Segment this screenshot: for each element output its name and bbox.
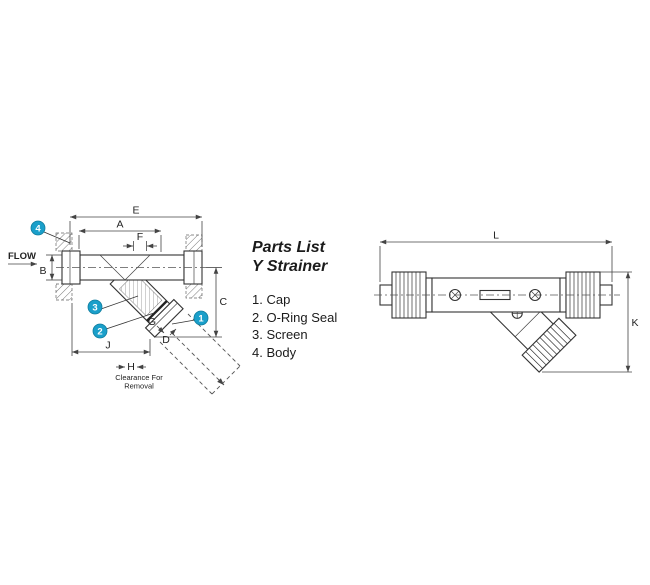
callout-1: 1	[193, 310, 209, 326]
dimension-C: C	[155, 267, 228, 338]
parts-list: Parts List Y Strainer 1. Cap 2. O-Ring S…	[252, 238, 337, 361]
callout-2-number: 2	[97, 326, 102, 337]
nameplate	[479, 289, 511, 301]
dim-label-c: C	[220, 296, 228, 308]
dimension-D: D	[162, 328, 177, 346]
removal-clearance-envelope	[159, 313, 241, 395]
parts-item-cap: 1. Cap	[252, 292, 291, 307]
callout-4-number: 4	[35, 223, 41, 234]
dim-label-g: G	[148, 316, 156, 328]
callout-1-number: 1	[198, 313, 204, 324]
dim-label-h: H	[127, 361, 135, 373]
parts-item-body: 4. Body	[252, 344, 297, 360]
callout-3-circle	[87, 299, 103, 315]
screen-hatch	[119, 273, 163, 317]
parts-item-screen: 3. Screen	[252, 327, 308, 342]
callout-2: 2	[92, 323, 108, 339]
callout-4: 4	[30, 220, 46, 236]
dimension-F: F	[123, 231, 157, 251]
parts-list-items: 1. Cap 2. O-Ring Seal 3. Screen 4. Body	[252, 291, 337, 361]
callout-4-circle	[30, 220, 46, 236]
dimension-A: A	[78, 219, 162, 252]
dim-label-k: K	[632, 317, 639, 329]
flow-label: FLOW	[8, 251, 36, 262]
dimension-E: E	[69, 205, 203, 247]
dim-label-j: J	[105, 340, 110, 352]
callout-leaders	[43, 231, 196, 330]
parts-item-oring: 2. O-Ring Seal	[252, 309, 338, 325]
o-ring-seal	[146, 300, 168, 322]
cap-nut-ribs	[525, 323, 572, 369]
callout-2-circle	[92, 323, 108, 339]
dim-label-f: F	[137, 231, 143, 243]
clearance-note-line2: Removal	[124, 382, 154, 391]
clearance-note-line1: Clearance For	[115, 373, 163, 382]
dimension-J: J	[71, 303, 151, 356]
flow-indicator: FLOW	[8, 251, 37, 267]
wall-hatching	[55, 232, 203, 301]
dimension-H: H Clearance For Removal	[115, 361, 163, 391]
callout-1-circle	[193, 310, 209, 326]
dim-label-e: E	[132, 205, 139, 217]
dimension-B: B	[39, 254, 62, 281]
parts-list-title: Parts List Y Strainer	[252, 238, 337, 276]
callout-3-number: 3	[92, 302, 97, 313]
parts-list-title-line2: Y Strainer	[252, 258, 328, 275]
callout-3: 3	[87, 299, 103, 315]
dimension-K: K	[542, 271, 639, 373]
dimension-G: G	[148, 316, 165, 334]
parts-list-title-line1: Parts List	[252, 239, 325, 256]
dim-label-l: L	[493, 230, 499, 242]
dim-label-a: A	[116, 219, 123, 231]
exterior-view-diagram: L K	[374, 230, 639, 373]
pipe-body	[56, 250, 206, 285]
dim-label-d: D	[162, 334, 170, 346]
dim-label-b: B	[39, 265, 46, 277]
dimension-L: L	[379, 230, 613, 282]
cross-section-diagram: E A F B FLOW	[8, 205, 241, 395]
cap	[144, 298, 184, 338]
